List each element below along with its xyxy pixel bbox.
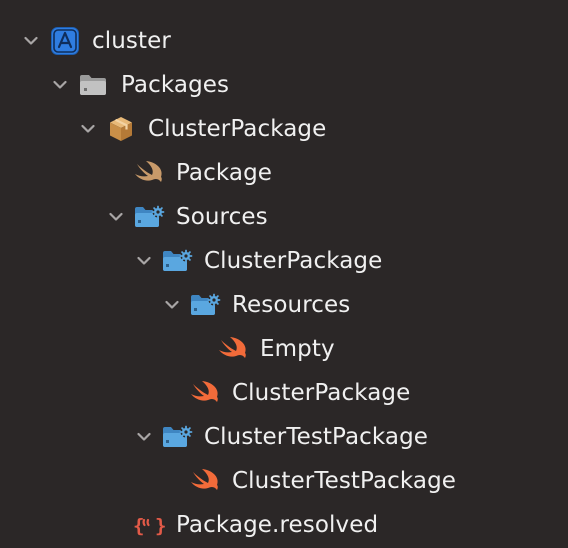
tree-row-clusterpackage-swift[interactable]: ClusterPackage: [0, 373, 430, 413]
tree-item-label: ClusterTestPackage: [232, 468, 457, 494]
chevron-down-icon[interactable]: [49, 65, 71, 105]
folder-gear-icon: [160, 417, 194, 457]
swift-file-icon: [188, 373, 222, 413]
tree-item-label: Packages: [121, 72, 230, 98]
chevron-down-icon[interactable]: [133, 241, 155, 281]
tree-item-label: ClusterPackage: [232, 380, 411, 406]
tree-row-sources-clusterpackage[interactable]: ClusterPackage: [0, 241, 400, 281]
folder-gear-icon: [132, 197, 166, 237]
package-icon: [104, 109, 138, 149]
tree-item-label: Sources: [176, 204, 268, 230]
chevron-down-icon[interactable]: [161, 285, 183, 325]
tree-row-sources[interactable]: Sources: [0, 197, 290, 237]
tree-item-label: Empty: [260, 336, 335, 362]
tree-item-label: ClusterTestPackage: [204, 424, 429, 450]
chevron-down-icon[interactable]: [77, 109, 99, 149]
xcode-project-icon: [48, 21, 82, 61]
tree-row-packages[interactable]: Packages: [0, 65, 260, 105]
folder-gear-icon: [160, 241, 194, 281]
folder-gear-icon: [188, 285, 222, 325]
chevron-down-icon[interactable]: [133, 417, 155, 457]
tree-item-label: Resources: [232, 292, 351, 318]
tree-item-label: ClusterPackage: [204, 248, 383, 274]
chevron-down-icon[interactable]: [105, 197, 127, 237]
svg-text:{: {: [133, 515, 144, 537]
tree-item-label: Package.resolved: [176, 512, 379, 538]
folder-icon: [76, 65, 110, 105]
svg-text:}: }: [155, 515, 166, 537]
swift-file-icon: [216, 329, 250, 369]
swift-file-icon: [132, 153, 166, 193]
tree-row-resources[interactable]: Resources: [0, 285, 370, 325]
swift-file-icon: [188, 461, 222, 501]
tree-item-label: Package: [176, 160, 273, 186]
tree-item-label: cluster: [92, 28, 171, 54]
tree-row-package-resolved[interactable]: { } Package.resolved: [0, 505, 420, 545]
tree-row-package-swift[interactable]: Package: [0, 153, 290, 193]
tree-row-clustertestpackage-swift[interactable]: ClusterTestPackage: [0, 461, 500, 501]
tree-item-label: ClusterPackage: [148, 116, 327, 142]
tree-row-cluster[interactable]: cluster: [0, 21, 200, 61]
tree-row-clustertestpackage-folder[interactable]: ClusterTestPackage: [0, 417, 450, 457]
tree-row-clusterpackage[interactable]: ClusterPackage: [0, 109, 340, 149]
chevron-down-icon[interactable]: [20, 21, 42, 61]
tree-row-empty[interactable]: Empty: [0, 329, 350, 369]
json-file-icon: { }: [132, 505, 166, 545]
